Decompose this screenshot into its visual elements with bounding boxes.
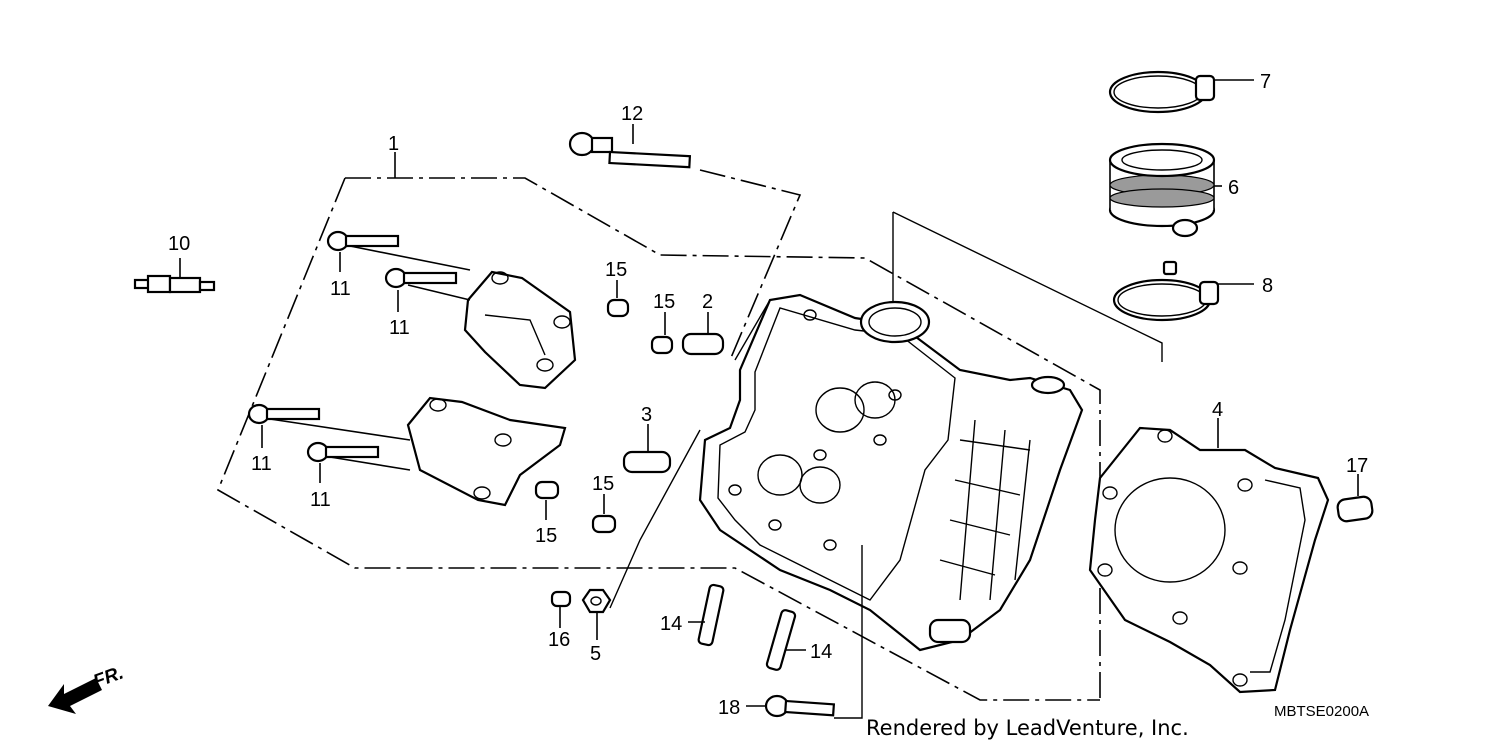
camshaft-holder-upper[interactable] — [349, 245, 577, 390]
part-2-guide[interactable] — [681, 312, 725, 356]
callout-18: 18 — [718, 697, 740, 719]
bolt-11-upper-b[interactable] — [384, 267, 458, 312]
callout-15-c: 15 — [535, 525, 557, 547]
nut-5[interactable] — [581, 588, 612, 640]
callout-14-a: 14 — [660, 613, 682, 635]
band-clamp-8[interactable] — [1112, 260, 1254, 322]
callout-2: 2 — [702, 291, 713, 313]
bolt-11-lower-a[interactable] — [247, 403, 321, 448]
part-3-guide[interactable] — [622, 424, 672, 474]
callout-4: 4 — [1212, 399, 1223, 421]
callout-1: 1 — [388, 133, 399, 155]
bolt-11-upper-a[interactable] — [326, 230, 400, 272]
cylinder-head[interactable] — [698, 293, 1084, 652]
callout-15-d: 15 — [592, 473, 614, 495]
bolt-11-lower-b[interactable] — [306, 441, 380, 483]
leader-2-body — [734, 299, 771, 361]
head-gasket[interactable] — [1088, 418, 1330, 694]
callout-8: 8 — [1262, 275, 1273, 297]
dowel-pin-15-c[interactable] — [534, 480, 560, 520]
band-clamp-7[interactable] — [1108, 70, 1254, 114]
bolt-12-leader-outline — [699, 169, 802, 361]
callout-12: 12 — [621, 103, 643, 125]
bolt-18[interactable] — [746, 545, 863, 719]
dowel-pin-17[interactable] — [1336, 474, 1374, 523]
callout-11-d: 11 — [310, 489, 331, 511]
dowel-pin-16[interactable] — [550, 590, 572, 628]
intake-outline-top — [892, 211, 1163, 362]
intake-insulator-6[interactable] — [1108, 142, 1222, 238]
dowel-pin-15-b[interactable] — [650, 312, 674, 355]
stud-bolt-14-b[interactable] — [765, 609, 806, 671]
dowel-pin-15-a[interactable] — [606, 280, 630, 318]
callout-14-b: 14 — [810, 641, 832, 663]
callout-11-c: 11 — [251, 453, 272, 475]
front-direction-arrow-icon: FR. — [48, 662, 126, 714]
callout-6: 6 — [1228, 177, 1239, 199]
render-credit: Rendered by LeadVenture, Inc. — [866, 716, 1189, 740]
camshaft-holder-lower[interactable] — [269, 396, 567, 507]
callout-16: 16 — [548, 629, 570, 651]
leader-5 — [609, 429, 701, 609]
callout-17: 17 — [1346, 455, 1368, 477]
front-direction-label: FR. — [91, 662, 127, 692]
callout-5: 5 — [590, 643, 601, 665]
callout-11-b: 11 — [389, 317, 410, 339]
callout-3: 3 — [641, 404, 652, 426]
stud-bolt-14-a[interactable] — [688, 583, 725, 647]
spark-plug[interactable] — [133, 258, 216, 294]
part-1-group-outline — [216, 152, 1101, 701]
callout-15-b: 15 — [653, 291, 675, 313]
callout-10: 10 — [168, 233, 190, 255]
bolt-12[interactable] — [568, 124, 692, 169]
callout-labels: 1 2 3 4 5 6 7 8 10 11 11 11 11 12 14 14 … — [168, 71, 1368, 719]
dowel-pin-15-d[interactable] — [591, 494, 617, 534]
callout-7: 7 — [1260, 71, 1271, 93]
diagram-code: MBTSE0200A — [1274, 703, 1370, 720]
callout-15-a: 15 — [605, 259, 627, 281]
callout-11-a: 11 — [330, 278, 351, 300]
